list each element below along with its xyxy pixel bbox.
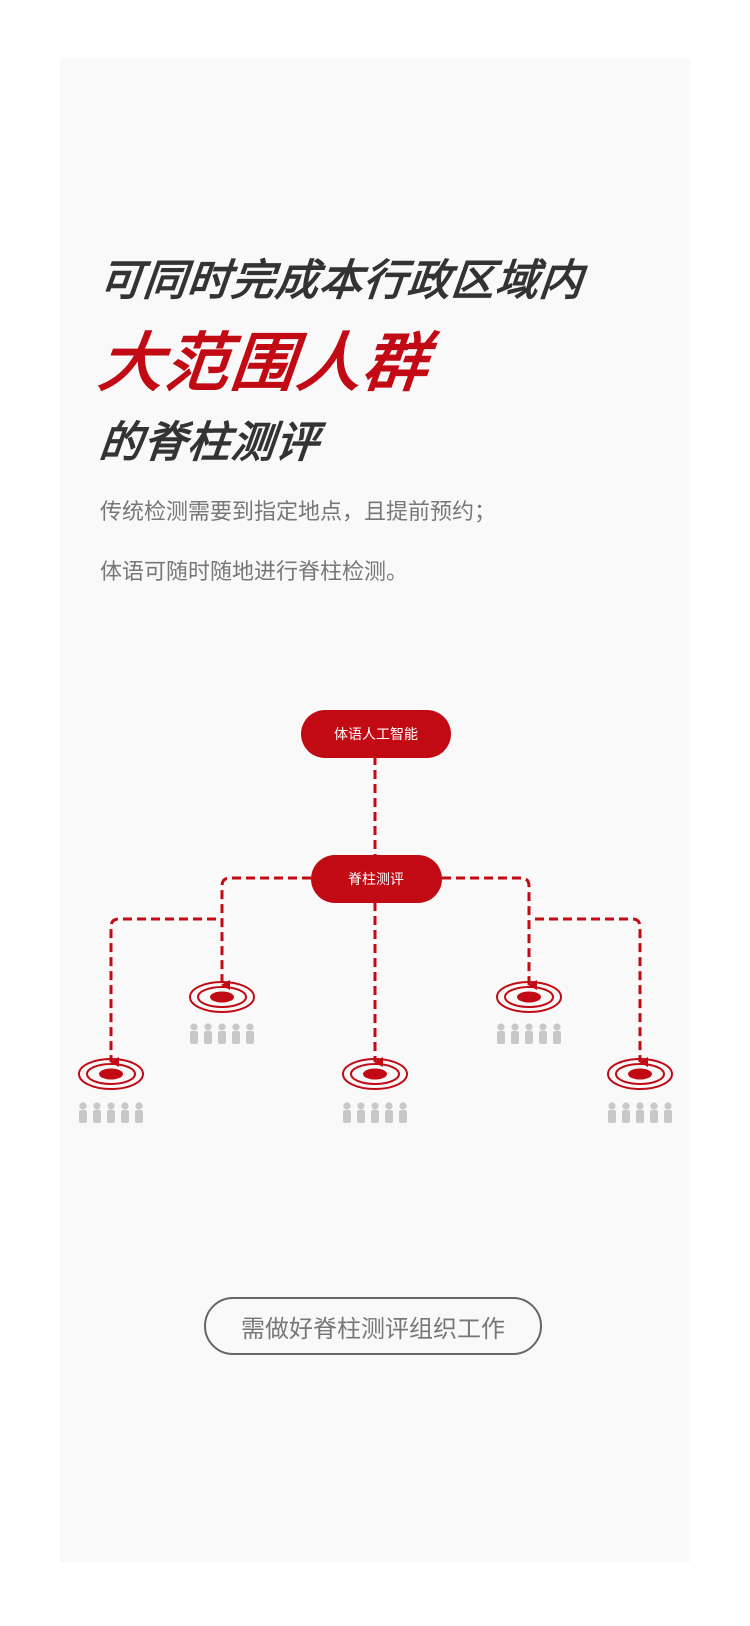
headline-line-3: 的脊柱测评	[96, 418, 323, 468]
headline-line-1: 可同时完成本行政区域内	[96, 256, 587, 306]
paragraph-traditional: 传统检测需要到指定地点，且提前预约；	[100, 500, 497, 525]
organize-assessment-button[interactable]: 需做好脊柱测评组织工作	[204, 1297, 542, 1355]
node-ai: 体语人工智能	[301, 710, 451, 758]
headline-line-2-highlight: 大范围人群	[95, 327, 434, 401]
node-spine-assessment: 脊柱测评	[311, 855, 442, 903]
target-icon	[607, 1058, 673, 1090]
connector-lines	[109, 742, 648, 1067]
node-spine-label: 脊柱测评	[348, 872, 404, 888]
connector-left-outer	[109, 917, 216, 1067]
hierarchy-diagram: 体语人工智能 脊柱测评	[78, 710, 673, 1123]
target-group-right-outer	[607, 1058, 673, 1123]
connector-right-inner	[442, 876, 537, 990]
paragraph-tiyu: 体语可随时随地进行脊柱检测。	[100, 560, 409, 585]
people-icon	[190, 1023, 254, 1044]
target-icon	[189, 981, 255, 1013]
target-icon	[342, 1058, 408, 1090]
connector-left-inner	[220, 876, 311, 990]
target-group-left-outer	[78, 1058, 144, 1123]
target-group-right-inner	[496, 981, 562, 1044]
people-icon	[608, 1102, 672, 1123]
target-group-center	[342, 1058, 408, 1123]
people-icon	[497, 1023, 561, 1044]
content-card	[60, 59, 690, 1562]
node-ai-label: 体语人工智能	[334, 727, 418, 743]
people-icon	[79, 1102, 143, 1123]
target-icon	[78, 1058, 144, 1090]
connector-right-outer	[535, 917, 648, 1067]
target-icon	[496, 981, 562, 1013]
people-icon	[343, 1102, 407, 1123]
target-group-left-inner	[189, 981, 255, 1044]
